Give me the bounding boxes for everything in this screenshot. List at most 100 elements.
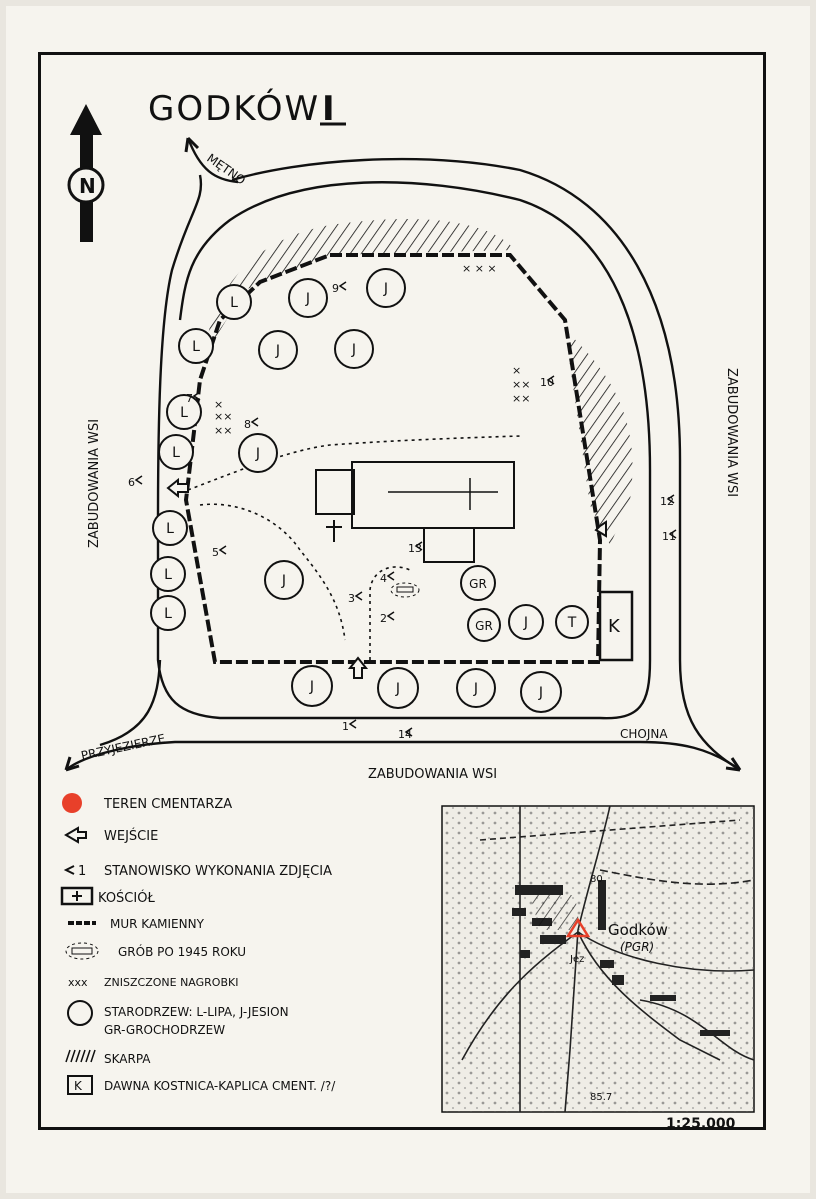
escarpment-north [206, 218, 515, 345]
inset-elevation-1: 80 [590, 874, 603, 885]
svg-text:××: ×× [512, 378, 530, 391]
entrance-arrow-icon [166, 477, 607, 679]
photo-point-label: 4 [380, 572, 387, 585]
photo-point-icon [192, 391, 201, 401]
photo-point-label: 8 [244, 418, 251, 431]
tree-circle [555, 605, 589, 639]
legend-item-chapel: DAWNA KOSTNICA-KAPLICA CMENT. /?/ [104, 1079, 336, 1093]
tree-circle [216, 284, 252, 320]
photo-point-icon [386, 571, 395, 581]
church [315, 461, 515, 563]
label-zabudowania-right: ZABUDOWANIA WSI [724, 368, 739, 497]
legend-item-cemetery: TEREN CMENTARZA [103, 797, 232, 812]
tree-label: GR [469, 577, 487, 591]
photo-point-icon [354, 591, 363, 601]
svg-text:×: × [512, 364, 521, 377]
stone-wall [183, 253, 603, 664]
tree-label: J [523, 615, 528, 631]
title-numeral: I [322, 89, 335, 129]
grave-legend-icon [65, 942, 99, 960]
tree-label: L [164, 606, 172, 622]
legend-item-trees-2: GR-GROCHODRZEW [104, 1023, 225, 1037]
legend-item-wall: MUR KAMIENNY [110, 917, 205, 931]
svg-text:××: ×× [214, 410, 232, 423]
grave-icon [390, 582, 420, 598]
legend-item-grave: GRÓB PO 1945 ROKU [118, 944, 246, 959]
escarpment-east [565, 330, 633, 545]
tree-circle [334, 329, 374, 369]
cemetery-area-icon [62, 793, 82, 813]
inset-elevation-2: 85.7 [590, 1092, 612, 1103]
tree-circle [456, 668, 496, 708]
label-zabudowania-left: ZABUDOWANIA WSI [87, 419, 102, 548]
photo-point-icon [134, 475, 143, 485]
inset-map: Godków (PGR) 80 Jez 85.7 [441, 805, 755, 1113]
legend-item-entrance: WEJŚCIE [104, 828, 158, 844]
photo-point-icon [668, 529, 677, 539]
old-tree-icon [67, 1000, 93, 1026]
map-title: GODKÓW I [148, 88, 346, 129]
map-scale: 1:25.000 [666, 1116, 736, 1132]
photo-point-icon: 1 [63, 864, 86, 879]
tree-label: J [538, 685, 543, 701]
photo-point-label: 11 [662, 530, 676, 543]
tree-circle [520, 671, 562, 713]
escarpment-icon [65, 1049, 96, 1063]
label-chojna: CHOJNA [620, 727, 668, 741]
legend-item-tombstones: ZNISZCZONE NAGROBKI [104, 976, 238, 989]
cemetery-location-marker [565, 917, 591, 938]
label-metno: MĘTNO [204, 151, 248, 188]
inset-place-note: (PGR) [620, 940, 654, 954]
inset-lake-label: Jez [569, 954, 584, 965]
photo-point-icon [250, 417, 259, 427]
tree-circle [508, 604, 544, 640]
tree-circle [288, 278, 328, 318]
legend-item-escarpment: SKARPA [104, 1052, 151, 1066]
tree-label: J [281, 573, 286, 589]
photo-point-label: 2 [380, 612, 387, 625]
tree-circle [377, 667, 419, 709]
tree-circle [258, 330, 298, 370]
photo-point-label: 1 [342, 720, 349, 733]
photo-point-icon [218, 545, 227, 555]
tree-label: J [383, 281, 388, 297]
tree-circle [150, 556, 186, 592]
svg-text:1: 1 [78, 864, 86, 879]
tree-label: L [166, 521, 174, 537]
chapel: K [598, 590, 634, 662]
tree-label: L [172, 445, 180, 461]
tree-circle [264, 560, 304, 600]
destroyed-tombstones-icon: xxx [68, 976, 88, 989]
svg-text:××: ×× [214, 424, 232, 437]
tree-circle [291, 665, 333, 707]
entrance-legend-icon [64, 826, 87, 844]
road-arrow-north-icon [184, 136, 200, 153]
tree-label: L [230, 295, 238, 311]
photo-point-label: 10 [540, 376, 554, 389]
svg-text:××: ×× [512, 392, 530, 405]
cross-icon [326, 520, 342, 542]
legend-item-church: KOŚCIÓŁ [98, 890, 155, 906]
map-frame [38, 52, 766, 1130]
photo-point-label: 9 [332, 282, 339, 295]
tree-circle [178, 328, 214, 364]
tree-circle [366, 268, 406, 308]
photo-point-label: 12 [660, 495, 674, 508]
tree-circle [238, 433, 278, 473]
tree-label: J [275, 343, 280, 359]
photo-point-icon [414, 541, 423, 551]
tree-label: J [305, 291, 310, 307]
tree-label: J [309, 679, 314, 695]
tree-circle [467, 608, 501, 642]
tree-label: L [164, 567, 172, 583]
photo-point-label: 3 [348, 592, 355, 605]
tree-label: J [351, 342, 356, 358]
tree-label: J [395, 681, 400, 697]
footpaths [187, 435, 521, 660]
svg-text:K: K [74, 1079, 83, 1093]
tree-circle [150, 595, 186, 631]
destroyed-tombstones: × × × × ×× ×× × ×× ×× [214, 262, 530, 437]
photo-point-icon [386, 611, 395, 621]
north-letter: N [79, 174, 96, 198]
